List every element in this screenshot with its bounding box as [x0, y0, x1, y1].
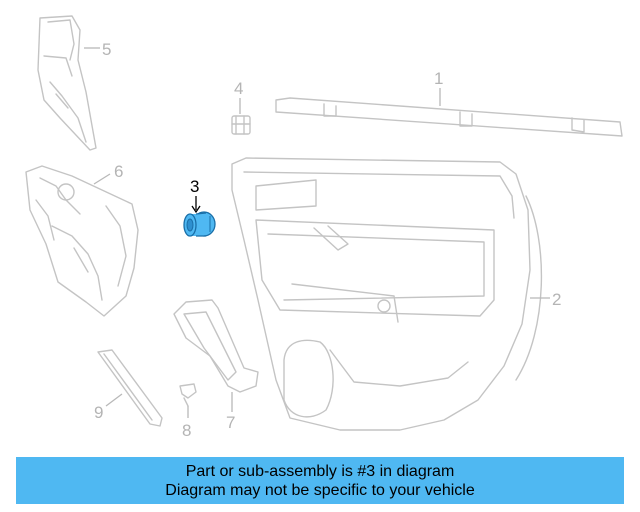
part-9-trim-strip [97, 349, 163, 427]
callout-6: 6 [114, 162, 123, 181]
callout-3: 3 [190, 177, 199, 196]
part-4-clip [231, 115, 251, 135]
callout-1: 1 [434, 69, 443, 88]
banner-line-2: Diagram may not be specific to your vehi… [165, 481, 475, 499]
part-8-clip [179, 383, 197, 407]
part-1-weatherstrip [275, 97, 623, 137]
callout-2: 2 [552, 290, 561, 309]
part-5-bracket [37, 15, 97, 151]
part-2-door-panel [231, 157, 543, 431]
part-6-bracket [25, 165, 139, 317]
callout-5: 5 [102, 40, 111, 59]
part-7-handle-bezel [173, 299, 259, 393]
part-3-highlighted[interactable] [183, 211, 216, 237]
leader-9 [105, 393, 123, 407]
callout-7: 7 [226, 413, 235, 432]
banner-line-1: Part or sub-assembly is #3 in diagram [185, 462, 455, 480]
leader-3-arrow [191, 205, 201, 214]
leader-6 [93, 173, 111, 185]
callout-9: 9 [94, 403, 103, 422]
callout-8: 8 [182, 421, 191, 440]
callout-4: 4 [234, 79, 243, 98]
info-banner: Part or sub-assembly is #3 in diagram Di… [16, 457, 624, 504]
